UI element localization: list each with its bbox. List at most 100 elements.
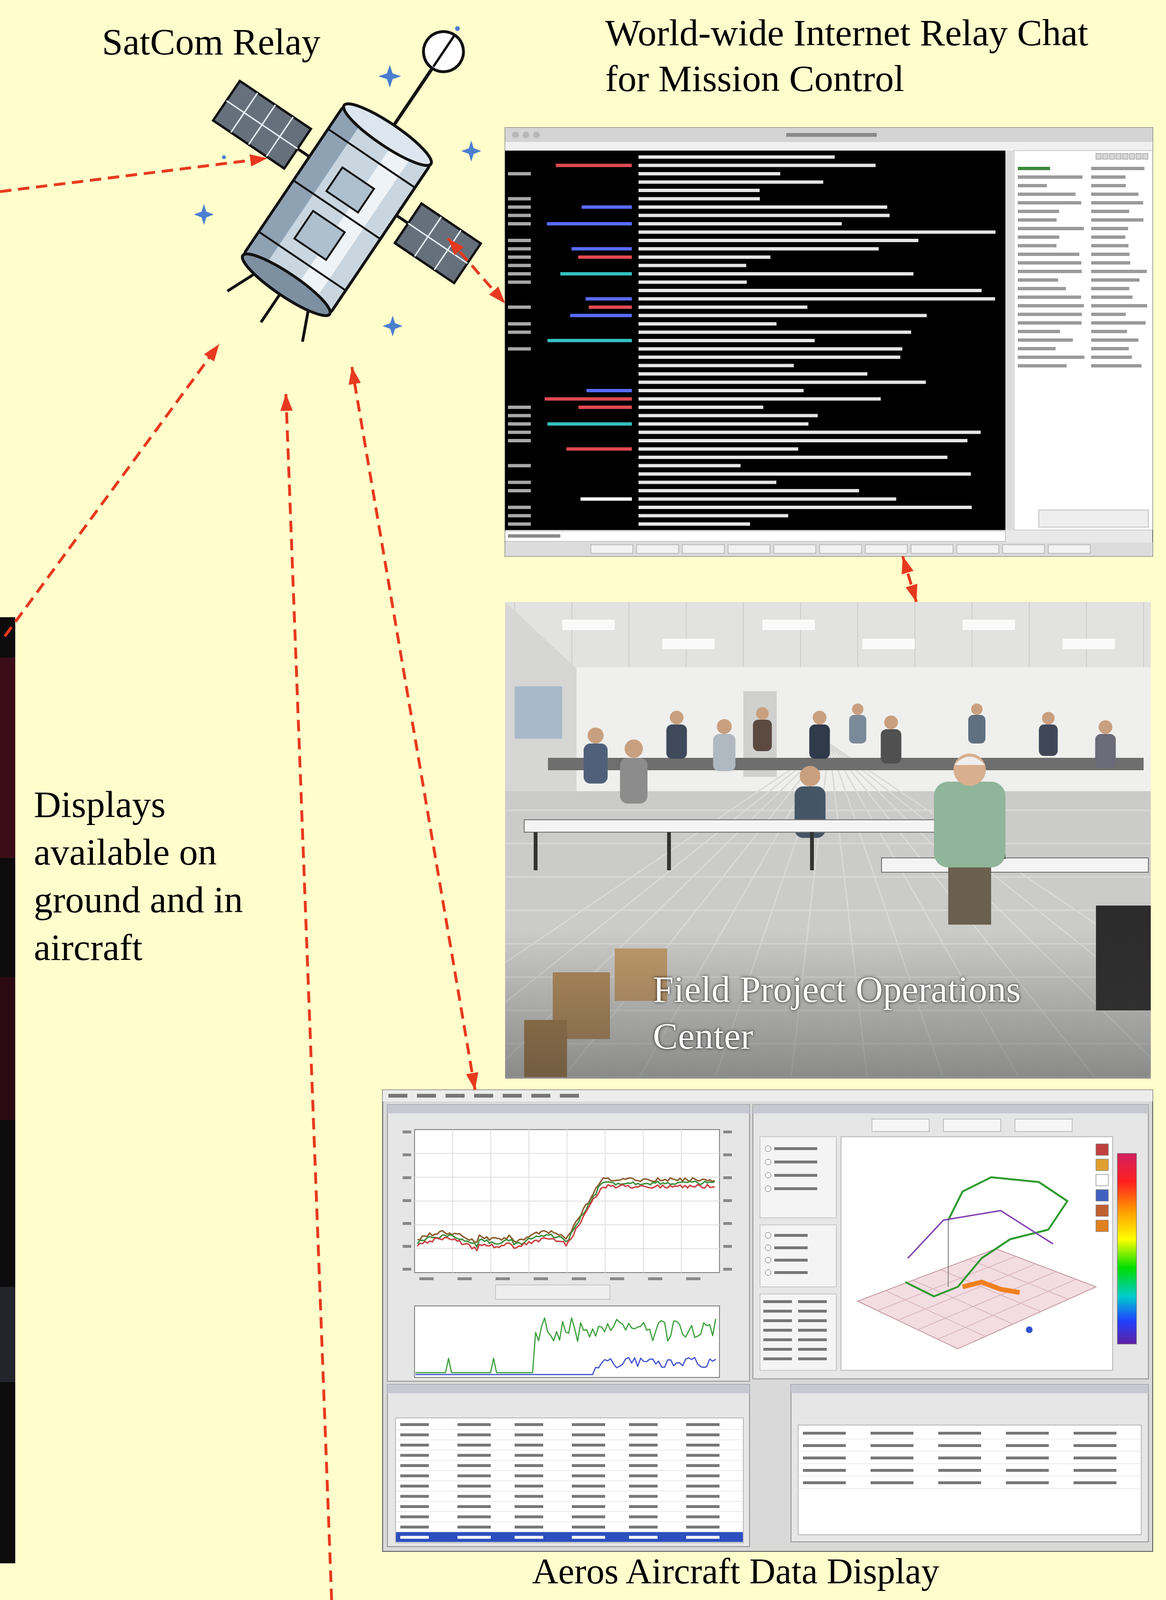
tab-bar (505, 542, 1153, 557)
offpage-link (0, 158, 332, 1600)
cell-placeholder (514, 1525, 544, 1529)
cell-placeholder (802, 1480, 846, 1484)
user-name-placeholder (1017, 183, 1047, 188)
tab (682, 544, 725, 554)
satellite-drawing (326, 167, 375, 213)
radio-button (765, 1145, 771, 1152)
option-placeholder (774, 1146, 818, 1150)
radio-button (765, 1185, 771, 1192)
cell-placeholder (514, 1474, 544, 1478)
message-placeholder (638, 472, 972, 476)
cell-placeholder (1005, 1456, 1049, 1460)
cell-placeholder (686, 1463, 720, 1467)
tick-placeholder (402, 1130, 412, 1134)
message-placeholder (638, 230, 996, 234)
user-name-placeholder (1091, 321, 1146, 325)
plane-grid (877, 1256, 1016, 1311)
tab (1048, 544, 1091, 554)
message-placeholder (638, 397, 881, 401)
tick-placeholder (648, 1277, 663, 1280)
nick-placeholder (566, 447, 632, 451)
tick-placeholder (723, 1130, 732, 1134)
cell-placeholder (571, 1494, 606, 1498)
cell-placeholder (514, 1422, 544, 1426)
radio-button (765, 1244, 771, 1251)
user-name-placeholder (1091, 209, 1130, 213)
subwindow (387, 1384, 750, 1547)
tick-placeholder (495, 1277, 510, 1280)
floor-tile-line (505, 876, 1151, 878)
person-head (669, 710, 684, 725)
person-body (880, 729, 902, 764)
input-field (505, 530, 1006, 542)
sparkle-stars (378, 64, 402, 88)
cell-placeholder (628, 1463, 658, 1467)
satellite-drawing (337, 95, 438, 174)
cell-placeholder (400, 1484, 429, 1488)
sparkle-stars (461, 140, 482, 162)
person-head (587, 727, 604, 744)
cell-placeholder (400, 1422, 429, 1426)
cell-placeholder (457, 1443, 491, 1447)
options-panel (760, 1136, 837, 1218)
satellite-drawing (236, 245, 336, 324)
cell-placeholder (686, 1453, 720, 1457)
radio-button (765, 1172, 771, 1178)
list-button (1115, 153, 1122, 160)
user-name-placeholder (1091, 312, 1126, 316)
chat-window: World-wide Internet Relay Chat for Missi… (505, 127, 1153, 557)
timestamp-placeholder (507, 405, 531, 409)
satellite-drawing (396, 215, 409, 224)
cell-placeholder (1073, 1480, 1117, 1484)
list-button (1135, 153, 1142, 160)
timestamp-placeholder (507, 247, 531, 251)
option-placeholder (774, 1233, 808, 1237)
timestamp-placeholder (507, 255, 531, 259)
radio-button (765, 1232, 771, 1238)
tab (1002, 544, 1045, 554)
cell-placeholder (457, 1463, 491, 1467)
message-placeholder (638, 180, 824, 184)
timestamp-placeholder (507, 422, 531, 426)
message-placeholder (638, 414, 818, 418)
title-bar (505, 127, 1153, 142)
cell-placeholder (457, 1494, 491, 1498)
nick-placeholder (580, 497, 632, 501)
satellite-drawing (212, 81, 311, 169)
plane-grid (917, 1271, 1056, 1330)
message-placeholder (638, 280, 747, 284)
window-button (533, 131, 540, 139)
plane-grid (937, 1278, 1076, 1339)
data-display-window: Aeros Aircraft Data Display (382, 1089, 1153, 1552)
input-placeholder (507, 534, 561, 538)
tick-placeholder (419, 1277, 434, 1280)
timestamp-placeholder (507, 322, 531, 326)
grid-line (414, 1200, 720, 1202)
message-placeholder (638, 488, 860, 493)
sparkle-stars (193, 203, 214, 225)
timestamp-placeholder (507, 480, 531, 485)
person-head (953, 753, 986, 786)
message-placeholder (638, 447, 799, 451)
timestamp-placeholder (507, 488, 531, 493)
menu-placeholder (416, 1093, 436, 1098)
tab (728, 544, 771, 554)
cell-placeholder (571, 1484, 606, 1488)
floor-tile-line (505, 909, 1151, 912)
shade-overlay (505, 929, 1151, 1079)
stat-placeholder (798, 1357, 827, 1360)
cell-placeholder (514, 1443, 544, 1447)
nick-placeholder (585, 297, 632, 301)
menu-bar (382, 1089, 1153, 1102)
timestamp-placeholder (507, 305, 531, 309)
satellite-drawing (226, 100, 298, 149)
data-table (395, 1417, 744, 1543)
subwindow (752, 1104, 1149, 1379)
cell-placeholder (628, 1474, 658, 1478)
track-marker (1025, 1326, 1033, 1333)
user-name-placeholder (1017, 235, 1060, 239)
option-placeholder (774, 1270, 808, 1274)
user-name-placeholder (1091, 175, 1126, 179)
timestamp-placeholder (507, 330, 531, 335)
